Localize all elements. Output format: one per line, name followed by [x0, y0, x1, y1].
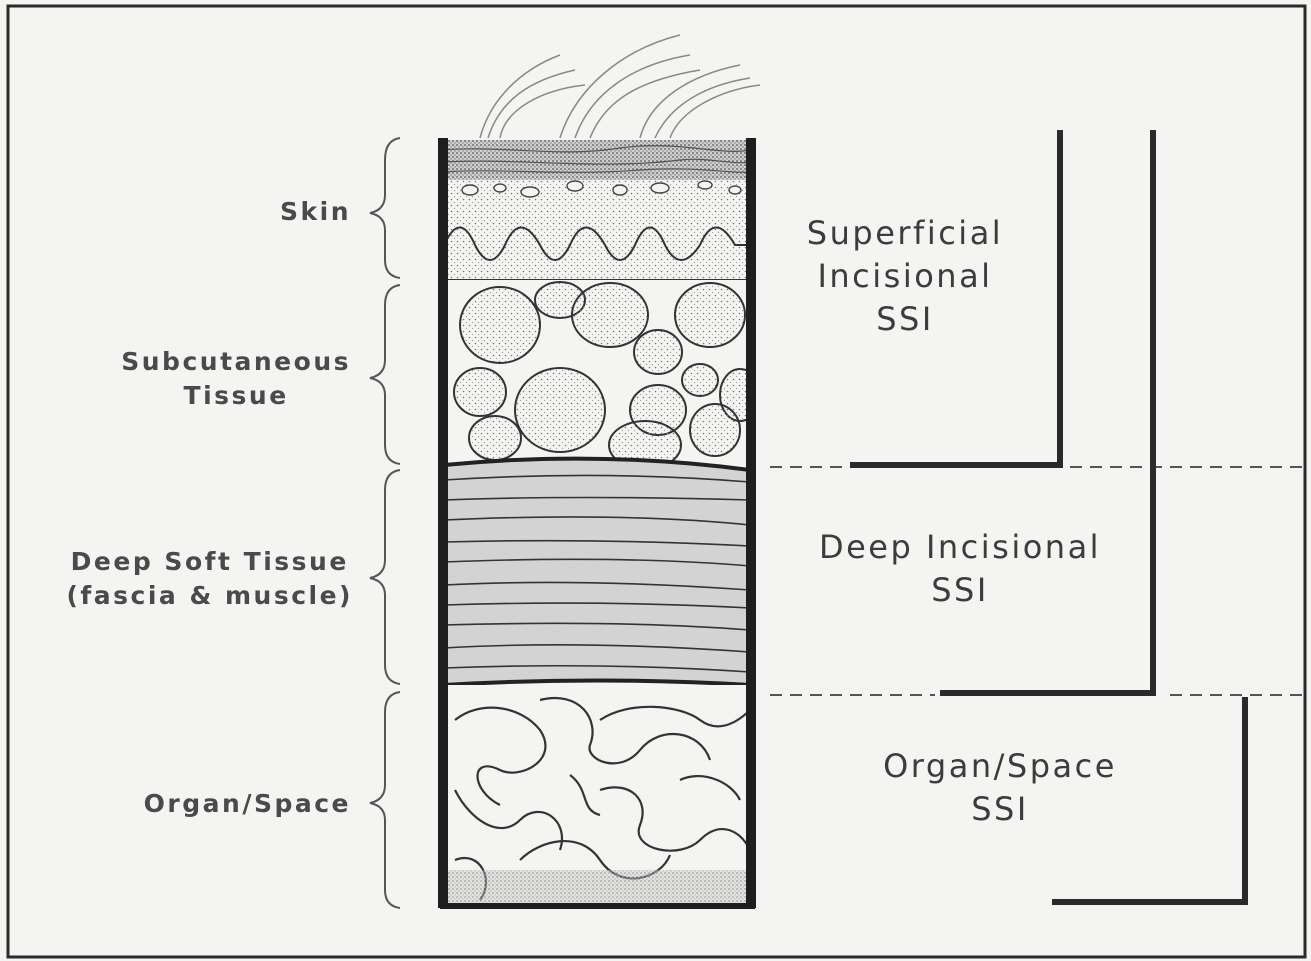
ssi-organ-line2: SSI — [840, 788, 1160, 831]
label-subcutaneous-line1: Subcutaneous — [121, 345, 351, 379]
column-left-wall — [438, 138, 448, 908]
label-subcutaneous-line2: Tissue — [121, 379, 351, 413]
label-deep-line1: Deep Soft Tissue — [66, 545, 353, 579]
ssi-superficial-line1: Superficial — [780, 212, 1030, 255]
label-subcutaneous-tissue: Subcutaneous Tissue — [121, 345, 351, 413]
ssi-deep-line1: Deep Incisional — [790, 526, 1130, 569]
label-skin: Skin — [280, 195, 351, 229]
ssi-superficial-incisional: Superficial Incisional SSI — [780, 212, 1030, 342]
label-organ-space: Organ/Space — [144, 787, 351, 821]
tissue-column — [444, 140, 760, 905]
ssi-deep-line2: SSI — [790, 569, 1130, 612]
label-deep-soft-tissue: Deep Soft Tissue (fascia & muscle) — [66, 545, 353, 613]
ssi-superficial-line2: Incisional — [780, 255, 1030, 298]
column-right-wall — [746, 138, 756, 908]
ssi-organ-space: Organ/Space SSI — [840, 745, 1160, 831]
ssi-superficial-line3: SSI — [780, 298, 1030, 341]
ssi-organ-line1: Organ/Space — [840, 745, 1160, 788]
layer-braces — [370, 138, 400, 908]
hair-strands — [480, 35, 760, 138]
ssi-deep-incisional: Deep Incisional SSI — [790, 526, 1130, 612]
label-deep-line2: (fascia & muscle) — [66, 579, 353, 613]
